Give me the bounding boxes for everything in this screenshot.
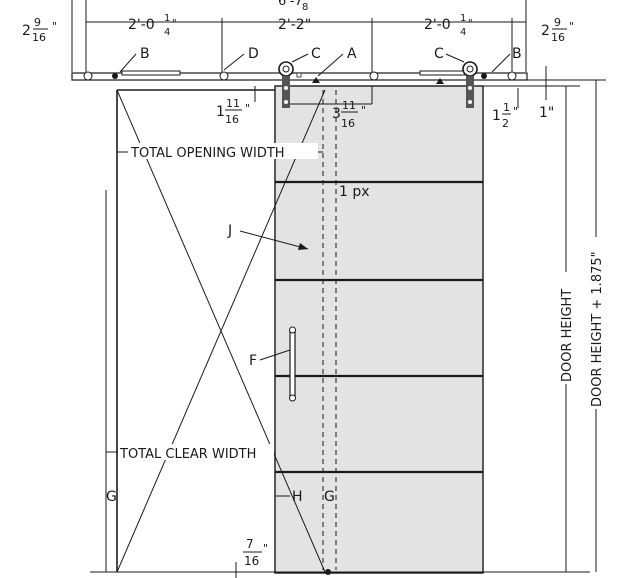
- callout-b-right: B: [512, 46, 522, 62]
- opening-diagonal-2: [116, 89, 326, 573]
- anti-jump-right: [436, 78, 444, 84]
- end-cap-right: [481, 73, 487, 79]
- hanger-right: [462, 61, 478, 108]
- anti-jump-left: [312, 77, 320, 83]
- dim-span-mid: 2'-2": [278, 17, 311, 33]
- track-bolt-1: [83, 71, 93, 81]
- callout-d: D: [248, 46, 259, 62]
- dim-span-left: 2'-0: [128, 17, 155, 33]
- callout-b-left: B: [140, 46, 150, 62]
- dim-top-total: 6'-7: [278, 0, 303, 9]
- dim-gap-right-unit: ": [513, 105, 518, 118]
- label-door-height-plus: DOOR HEIGHT + 1.875": [590, 251, 605, 407]
- dim-left-end-unit: ": [52, 20, 57, 33]
- leader-j: [239, 230, 309, 250]
- dim-gap-mid-den: 16: [341, 117, 355, 130]
- dim-right-end-unit: ": [569, 20, 574, 33]
- dim-left-end-num: 9: [34, 16, 41, 29]
- leader: [223, 53, 245, 71]
- end-cap-left: [112, 73, 118, 79]
- hanger-left: [278, 61, 294, 108]
- leader: [491, 53, 511, 73]
- handle: [289, 326, 296, 402]
- label-bg: [128, 143, 318, 159]
- dim-span-left-den: 4: [164, 27, 170, 38]
- dim-right-end-den: 16: [551, 31, 565, 44]
- stopper-right: [419, 70, 471, 76]
- dim-span-left-unit: ": [172, 18, 177, 29]
- callout-f: F: [249, 353, 257, 369]
- label-bg: [558, 272, 574, 384]
- dim-gap-right-num: 1: [503, 101, 510, 114]
- dim-span-right-num: 1: [460, 13, 466, 24]
- callout-g-right: G: [324, 489, 335, 505]
- dim-span-right: 2'-0: [424, 17, 451, 33]
- callout-px: 1 px: [339, 184, 370, 200]
- dim-bottom-unit: ": [263, 542, 268, 555]
- label-bg: [588, 237, 604, 409]
- floor-guide: [325, 569, 331, 575]
- dim-gap-right-den: 2: [502, 117, 509, 130]
- callout-g-left: G: [106, 489, 117, 505]
- dim-bottom-num: 7: [246, 537, 254, 551]
- dim-gap-left-whole: 1: [216, 104, 225, 120]
- stopper-left: [121, 70, 181, 76]
- leader: [119, 53, 137, 73]
- dim-gap-mid-unit: ": [361, 104, 366, 117]
- dim-gap-mid-num: 11: [342, 99, 356, 112]
- callout-a: A: [347, 46, 357, 62]
- dim-top-total-frac: 8: [302, 2, 308, 13]
- dim-left-end-den: 16: [32, 31, 46, 44]
- label-door-height: DOOR HEIGHT: [560, 289, 575, 382]
- callout-j: J: [227, 223, 232, 239]
- dim-gap-left-num: 11: [226, 97, 240, 110]
- dim-left-end-whole: 2: [22, 23, 31, 39]
- dim-right-end-whole: 2: [541, 23, 550, 39]
- dim-gap-far-right: 1": [539, 105, 554, 121]
- dim-gap-left-den: 16: [225, 113, 239, 126]
- leader: [317, 53, 344, 77]
- door-panel: [274, 85, 484, 574]
- dim-gap-right-whole: 1: [492, 108, 501, 124]
- dim-right-end-num: 9: [554, 16, 561, 29]
- label-bg: [118, 444, 274, 460]
- track-bolt-4: [507, 71, 517, 81]
- leader: [291, 53, 309, 63]
- dim-bottom-den: 16: [244, 554, 259, 568]
- label-total-opening-width: TOTAL OPENING WIDTH: [130, 146, 285, 161]
- dim-gap-mid-whole: 3: [332, 106, 341, 122]
- arrowhead: [298, 243, 308, 250]
- track-spacer: [296, 72, 302, 78]
- callout-c-left: C: [311, 46, 321, 62]
- dim-span-left-num: 1: [164, 13, 170, 24]
- dim-span-right-unit: ": [468, 18, 473, 29]
- callout-h: H: [292, 489, 303, 505]
- track-bolt-2: [219, 71, 229, 81]
- track-bolt-3: [369, 71, 379, 81]
- leader: [445, 53, 465, 63]
- dim-span-right-den: 4: [460, 27, 466, 38]
- callout-c-right: C: [434, 46, 444, 62]
- dim-gap-left-unit: ": [245, 102, 250, 115]
- leader-f: [259, 349, 291, 361]
- label-total-clear-width: TOTAL CLEAR WIDTH: [119, 447, 256, 462]
